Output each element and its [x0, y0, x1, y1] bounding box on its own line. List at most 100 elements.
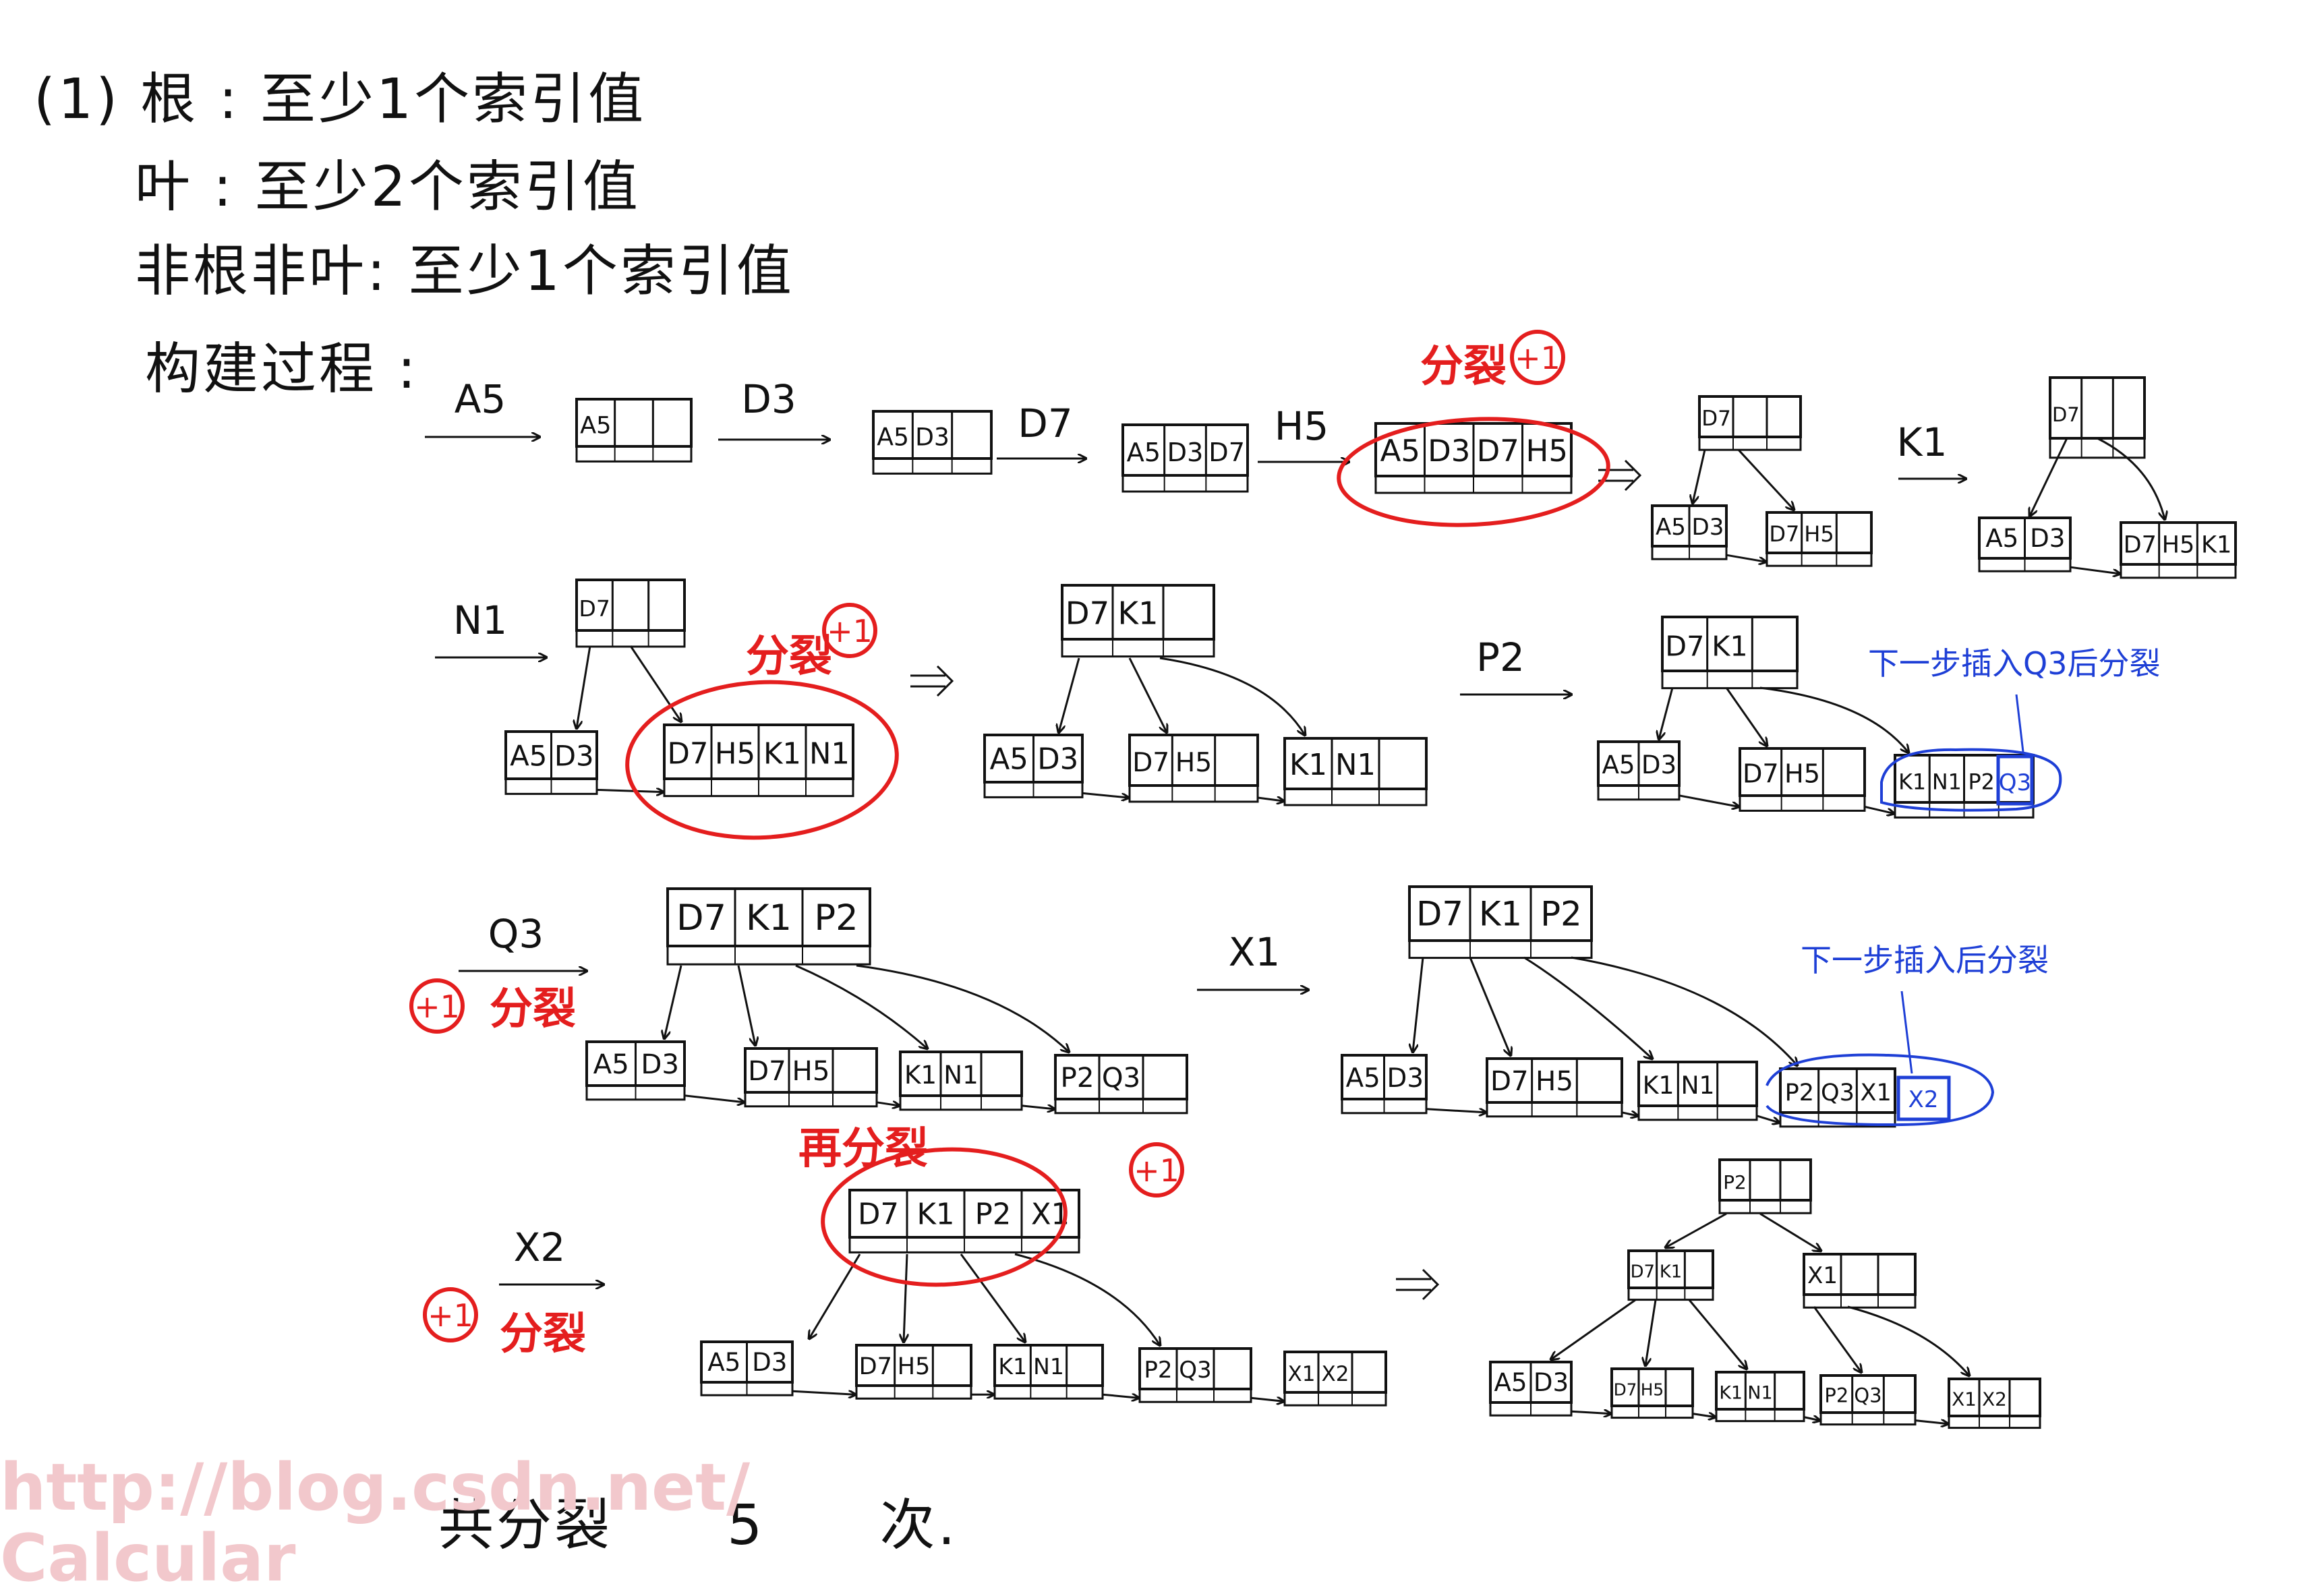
node-a5: A5	[575, 398, 693, 463]
node-key: D3	[1387, 1063, 1424, 1094]
leaf-link	[1250, 1398, 1283, 1401]
split1-root: D7	[1698, 395, 1802, 451]
pointer-row	[1283, 788, 1428, 806]
node-key: A5	[1602, 750, 1635, 779]
node-key: D3	[1534, 1367, 1569, 1397]
leaf-link	[2070, 566, 2120, 574]
note-next-x2: 下一步插入后分裂	[1801, 942, 2049, 978]
pointer-row	[2049, 437, 2146, 459]
child-pointer	[795, 964, 927, 1048]
node-key: H5	[792, 1055, 830, 1087]
x2-pending-box	[1896, 1075, 1951, 1121]
node-key: P2	[1968, 770, 1994, 794]
child-pointer	[664, 965, 682, 1038]
child-pointer	[904, 1253, 907, 1342]
child-pointer	[809, 1253, 861, 1338]
pointer-row	[1661, 670, 1799, 690]
child-pointer	[1469, 957, 1511, 1055]
node-key: N1	[809, 738, 850, 771]
leaf-link	[792, 1391, 855, 1394]
child-pointer	[737, 965, 755, 1045]
pointer-row	[1948, 1415, 2041, 1429]
node-key: D7	[1208, 438, 1245, 468]
plus-one-circle	[822, 603, 877, 658]
node-key: K1	[1660, 1262, 1682, 1282]
split-circle-3	[821, 1147, 1068, 1287]
pointer-row	[1486, 1101, 1623, 1118]
node-key: A5	[707, 1347, 740, 1377]
pointer-row	[575, 629, 686, 648]
plus-one-3: +1	[409, 978, 465, 1034]
node-key: A5	[1985, 523, 2018, 553]
node-key: K1	[916, 1198, 954, 1231]
child-pointer	[960, 1253, 1025, 1342]
node-key: A5	[1494, 1367, 1527, 1397]
child-pointer	[1551, 1299, 1636, 1359]
split-label-1: 分裂	[1420, 342, 1507, 392]
insert-label: D7	[1018, 401, 1073, 446]
pointer-row	[1766, 552, 1873, 567]
insert-label: X1	[1229, 929, 1281, 975]
leaf-link	[876, 1102, 899, 1106]
child-pointer	[1759, 1212, 1821, 1251]
node-key: D3	[641, 1048, 679, 1080]
leaf-link	[1426, 1109, 1486, 1113]
node-key: D3	[915, 422, 950, 451]
node-key: N1	[1033, 1353, 1064, 1380]
pointer-row	[872, 457, 993, 475]
child-pointer	[1128, 657, 1167, 732]
insert-label: K1	[1897, 419, 1948, 465]
x2-note-circle	[1766, 1053, 1995, 1127]
split-circle-2	[625, 680, 899, 840]
plus-one-circle	[1129, 1142, 1184, 1198]
node-key: D3	[752, 1347, 787, 1377]
pointer-row	[1408, 939, 1593, 959]
node-key: K1	[1719, 1383, 1743, 1404]
leaf-link	[1864, 805, 1894, 813]
node-key: A5	[990, 742, 1028, 776]
node-key: A5	[1656, 514, 1686, 541]
plus-one-1: +1	[1510, 330, 1565, 385]
node-key: D3	[1428, 433, 1470, 469]
node-key: N1	[1932, 770, 1962, 794]
child-pointer	[1693, 449, 1706, 503]
node-key: P2	[814, 897, 858, 939]
leaf-link	[1803, 1417, 1819, 1421]
node-key: D7	[1665, 630, 1704, 663]
rule-internal: 非根非叶: 至少1个索引值	[135, 239, 794, 303]
leaf-link	[1021, 1106, 1054, 1109]
pointer-row	[1128, 784, 1259, 803]
plus-one-2: +1	[822, 603, 877, 658]
double-arrow-head	[1422, 1268, 1440, 1301]
transform-arrow-2	[910, 665, 954, 697]
child-pointer	[2030, 438, 2068, 516]
node-key: K1	[904, 1060, 937, 1090]
node-key: H5	[2162, 531, 2195, 559]
node-key: P2	[1540, 895, 1581, 934]
node-key: X2	[1322, 1362, 1349, 1386]
split-circle-1	[1337, 417, 1610, 527]
pointer-row	[1121, 474, 1249, 493]
child-pointer	[1725, 687, 1767, 746]
q3-pending-box	[1996, 755, 2034, 806]
node-key: D7	[858, 1198, 899, 1231]
child-pointer	[1813, 1306, 1861, 1372]
q3-note-circle	[1880, 748, 2062, 812]
plus-one-text: +1	[1515, 340, 1560, 376]
node-key: Q3	[1821, 1079, 1855, 1106]
node-key: P2	[1061, 1062, 1095, 1094]
